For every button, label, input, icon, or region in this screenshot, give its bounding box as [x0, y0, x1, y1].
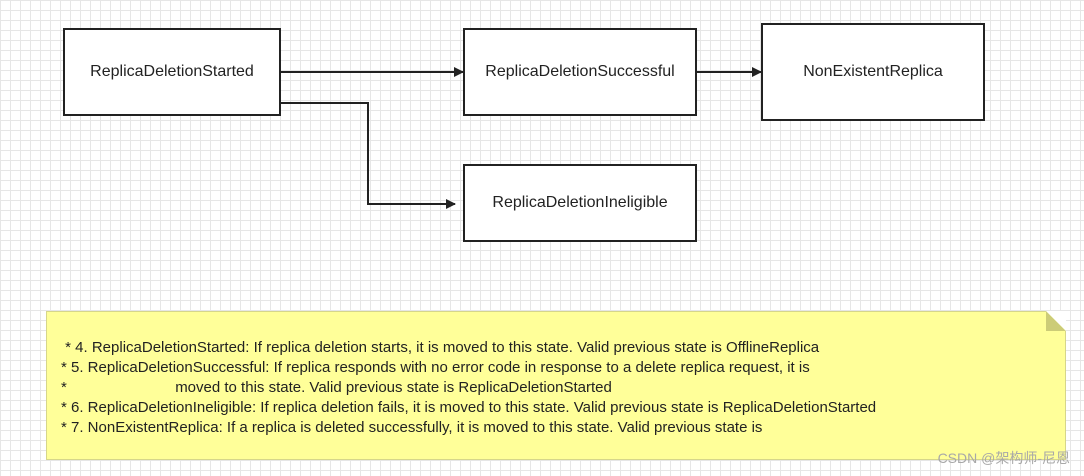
node-label: ReplicaDeletionStarted — [90, 63, 254, 80]
node-replica-deletion-started[interactable]: ReplicaDeletionStarted — [63, 28, 281, 116]
node-label: ReplicaDeletionSuccessful — [485, 63, 675, 80]
node-replica-deletion-ineligible[interactable]: ReplicaDeletionIneligible — [463, 164, 697, 242]
node-replica-deletion-successful[interactable]: ReplicaDeletionSuccessful — [463, 28, 697, 116]
note-fold-corner — [1046, 311, 1066, 331]
note-line: * 4. ReplicaDeletionStarted: If replica … — [61, 339, 820, 356]
note-line: * 5. ReplicaDeletionSuccessful: If repli… — [61, 359, 810, 376]
note-text: * 4. ReplicaDeletionStarted: If replica … — [61, 338, 876, 438]
note-line: * 7. NonExistentReplica: If a replica is… — [61, 419, 763, 436]
note-line: * moved to this state. Valid previous st… — [61, 379, 612, 396]
node-non-existent-replica[interactable]: NonExistentReplica — [761, 23, 985, 121]
node-label: NonExistentReplica — [803, 63, 943, 80]
watermark: CSDN @架构师-尼恩 — [937, 450, 1070, 466]
note-line: * 6. ReplicaDeletionIneligible: If repli… — [61, 399, 877, 416]
edge-started-to-ineligible — [281, 102, 456, 209]
node-label: ReplicaDeletionIneligible — [492, 194, 668, 211]
sticky-note[interactable]: * 4. ReplicaDeletionStarted: If replica … — [46, 311, 1066, 460]
